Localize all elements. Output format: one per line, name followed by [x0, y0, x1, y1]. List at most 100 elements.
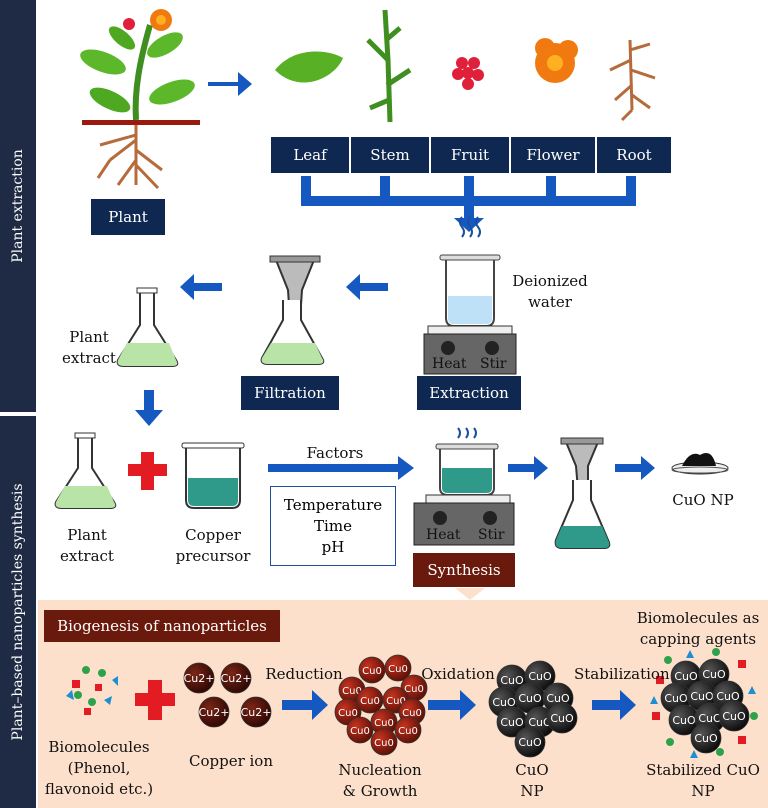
cuo-particle-label: CuO: [528, 716, 552, 729]
factors-box: Temperature Time pH: [270, 486, 396, 566]
filtration-apparatus: [260, 255, 325, 365]
svg-text:Stir: Stir: [478, 527, 505, 543]
cu0-particle-label: Cu0: [374, 718, 394, 729]
cu0-particle-label: Cu0: [386, 696, 406, 707]
copper-ion-cluster: Cu2+Cu2+Cu2+Cu2+: [183, 662, 272, 728]
part-leaf: Leaf: [271, 137, 349, 173]
part-fruit: Fruit: [431, 137, 509, 173]
arrow-to-cuo-np: [615, 456, 655, 480]
cu0-particle-label: Cu0: [362, 666, 382, 677]
stabilized-cuo-particle-label: CuO: [690, 690, 714, 703]
synthesis-sidebar: Plant–based nanoparticles synthesis: [0, 416, 36, 808]
capping-agent: [652, 712, 660, 720]
capping-agent: [656, 676, 664, 684]
cuo-particle-label: CuO: [528, 670, 552, 683]
cu0-particle-label: Cu0: [388, 664, 408, 675]
factor-time: Time: [314, 517, 352, 535]
stem-illustration: [366, 9, 412, 123]
arrow-extraction-to-filtration: [346, 274, 388, 300]
svg-text:Stir: Stir: [480, 356, 507, 372]
part-flower: Flower: [511, 137, 595, 173]
oxidation-label: Oxidation: [421, 665, 495, 683]
stabilization-label: Stabilization: [574, 665, 670, 683]
cuo-particle-label: CuO: [492, 696, 516, 709]
cuo-particle-label: CuO: [546, 692, 570, 705]
cu0-particle-label: Cu0: [402, 708, 422, 719]
arrow-extract-down: [135, 390, 163, 426]
synthesis-label: Synthesis: [413, 553, 515, 587]
capping-agent: [750, 712, 758, 720]
cuo-particle: [546, 702, 578, 734]
reduction-arrow: [282, 690, 328, 720]
copper-ion: [240, 696, 272, 728]
nucleation-label: Nucleation& Growth: [338, 761, 422, 800]
oxidation-arrow: [428, 690, 476, 720]
red-plus-icon-2: [135, 680, 175, 720]
capping-agent: [712, 648, 720, 656]
synthesis-apparatus: Heat Stir: [413, 427, 515, 546]
stabilized-cuo-particle-label: CuO: [716, 690, 740, 703]
plant-label: Plant: [91, 199, 165, 235]
arrow-synthesis-to-filter: [508, 456, 548, 480]
stabilized-cuo-particle-label: CuO: [702, 668, 726, 681]
cuo-particle-label: CuO: [500, 716, 524, 729]
biogenesis-title: Biogenesis of nanoparticles: [44, 610, 280, 642]
copper-ion-label: Cu2+: [241, 706, 272, 719]
biomolecules-cluster: [66, 666, 118, 715]
plant-extract-flask-2: [54, 432, 117, 509]
cu0-particle-label: Cu0: [338, 708, 358, 719]
capping-agent: [650, 696, 658, 704]
factor-ph: pH: [321, 538, 345, 556]
plant-illustration: [80, 9, 200, 190]
stabilized-cuo-particle-label: CuO: [722, 710, 746, 723]
extraction-label: Extraction: [417, 376, 521, 410]
flower-illustration: [535, 38, 578, 83]
cu0-particle-label: Cu0: [398, 726, 418, 737]
copper-precursor-beaker: [181, 442, 245, 509]
copper-ion-label: Cu2+: [221, 672, 252, 685]
copper-ion-label: Cu2+: [199, 706, 230, 719]
leaf-illustration: [275, 51, 343, 83]
capping-agent: [664, 656, 672, 664]
copper-ion: [183, 662, 215, 694]
plant-extract-flask: [116, 287, 179, 367]
synthesis-pointer: [455, 588, 485, 600]
stabilized-cuo-particle-label: CuO: [698, 712, 722, 725]
cuo-particle-label: CuO: [518, 692, 542, 705]
cu0-particle: [384, 654, 412, 682]
svg-text:Heat: Heat: [426, 527, 461, 543]
fruit-illustration: [452, 57, 484, 90]
red-plus-icon: [128, 452, 167, 490]
capping-agent: [748, 686, 756, 694]
cu0-particle-label: Cu0: [350, 726, 370, 737]
capping-agent: [666, 738, 674, 746]
cuo-particle-label: CuO: [518, 736, 542, 749]
stabilized-cuo-particle-label: CuO: [674, 670, 698, 683]
stabilized-cuo-particle-label: CuO: [694, 732, 718, 745]
copper-ion-label: Copper ion: [188, 752, 274, 770]
factors-title: Factors: [306, 444, 364, 462]
cuo-particle: [514, 726, 546, 758]
cuo-np-label: CuO NP: [672, 491, 734, 509]
cu0-particle: [346, 716, 374, 744]
cu0-particle: [370, 728, 398, 756]
copper-ion: [220, 662, 252, 694]
root-illustration: [609, 39, 656, 122]
arrow-plant-to-parts: [208, 72, 252, 96]
cuo-particle-label: CuO: [500, 674, 524, 687]
stabilized-cuo-particle-label: CuO: [672, 714, 696, 727]
part-root: Root: [597, 137, 671, 173]
svg-text:Heat: Heat: [432, 356, 467, 372]
cuo-np-petri-dish: [671, 453, 729, 475]
cu0-particle-label: Cu0: [360, 696, 380, 707]
factors-arrow: [268, 456, 414, 480]
cu0-particle-label: Cu0: [404, 684, 424, 695]
stabilization-arrow: [592, 690, 636, 720]
